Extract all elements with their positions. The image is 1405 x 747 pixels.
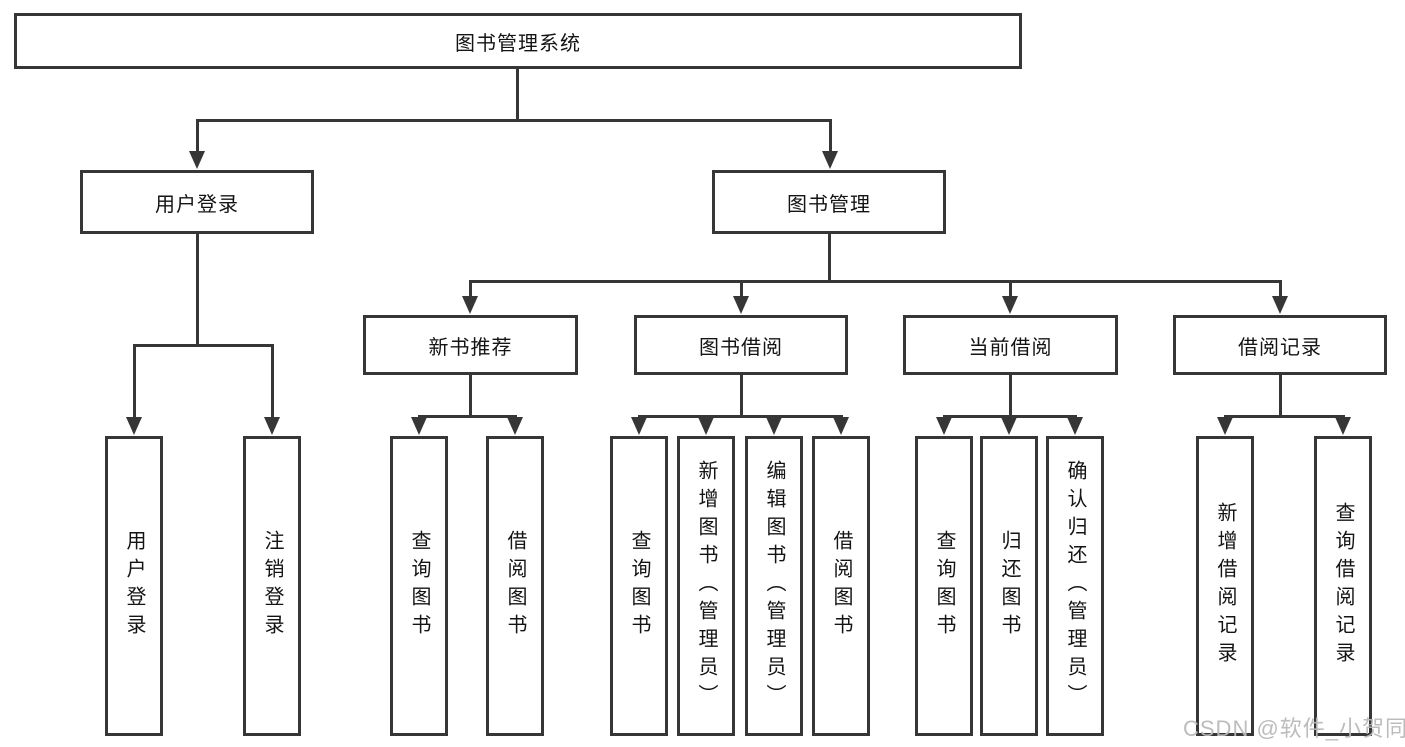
arrow-down-icon <box>698 417 714 435</box>
connector-line <box>469 281 472 297</box>
arrow-down-icon <box>126 417 142 435</box>
node-leaf-add-book-admin: 新增图书（管理员） <box>677 436 735 736</box>
connector-line <box>829 119 832 152</box>
node-leaf-edit-book-admin: 编辑图书（管理员） <box>745 436 803 736</box>
connector-line <box>740 375 743 417</box>
watermark: CSDN @软件_小贺同学 <box>1183 716 1405 741</box>
arrow-down-icon <box>936 417 952 435</box>
connector-line <box>196 119 199 152</box>
arrow-down-icon <box>1217 417 1233 435</box>
node-leaf-user-login: 用户登录 <box>105 436 163 736</box>
node-leaf-borrow-book-recommend: 借阅图书 <box>486 436 544 736</box>
arrow-down-icon <box>462 296 478 314</box>
node-leaf-logout: 注销登录 <box>243 436 301 736</box>
arrow-down-icon <box>833 417 849 435</box>
arrow-down-icon <box>1067 417 1083 435</box>
node-borrowing-records: 借阅记录 <box>1173 315 1387 375</box>
arrow-down-icon <box>1335 417 1351 435</box>
arrow-down-icon <box>1272 296 1288 314</box>
connector-line <box>1009 281 1012 297</box>
connector-line <box>1224 415 1345 418</box>
arrow-down-icon <box>822 151 838 169</box>
connector-line <box>1279 281 1282 297</box>
node-leaf-add-borrow-record: 新增借阅记录 <box>1196 436 1254 736</box>
connector-line <box>943 415 1077 418</box>
node-leaf-query-book-recommend: 查询图书 <box>390 436 448 736</box>
arrow-down-icon <box>631 417 647 435</box>
connector-line <box>638 415 843 418</box>
connector-line <box>469 280 1282 283</box>
connector-line <box>516 69 519 121</box>
node-leaf-query-borrow-record: 查询借阅记录 <box>1314 436 1372 736</box>
node-leaf-return-book: 归还图书 <box>980 436 1038 736</box>
node-new-book-recommend: 新书推荐 <box>363 315 578 375</box>
arrow-down-icon <box>1001 417 1017 435</box>
connector-line <box>418 415 517 418</box>
node-leaf-borrow-book: 借阅图书 <box>812 436 870 736</box>
arrow-down-icon <box>1002 296 1018 314</box>
arrow-down-icon <box>766 417 782 435</box>
node-user-login: 用户登录 <box>80 170 314 234</box>
connector-line <box>1009 375 1012 417</box>
arrow-down-icon <box>507 417 523 435</box>
connector-line <box>1279 375 1282 417</box>
connector-line <box>469 375 472 417</box>
node-root-system: 图书管理系统 <box>14 13 1022 69</box>
connector-line <box>828 234 831 282</box>
arrow-down-icon <box>733 296 749 314</box>
node-current-borrowing: 当前借阅 <box>903 315 1118 375</box>
node-book-borrowing: 图书借阅 <box>634 315 848 375</box>
node-leaf-query-book-current: 查询图书 <box>915 436 973 736</box>
arrow-down-icon <box>264 417 280 435</box>
connector-line <box>133 344 136 417</box>
connector-line <box>271 344 274 417</box>
node-leaf-query-book-borrowing: 查询图书 <box>610 436 668 736</box>
node-book-management: 图书管理 <box>712 170 946 234</box>
node-leaf-confirm-return-admin: 确认归还（管理员） <box>1046 436 1104 736</box>
connector-line <box>196 234 199 346</box>
connector-line <box>133 344 273 347</box>
arrow-down-icon <box>189 151 205 169</box>
connector-line <box>196 119 831 122</box>
arrow-down-icon <box>411 417 427 435</box>
connector-line <box>740 281 743 297</box>
